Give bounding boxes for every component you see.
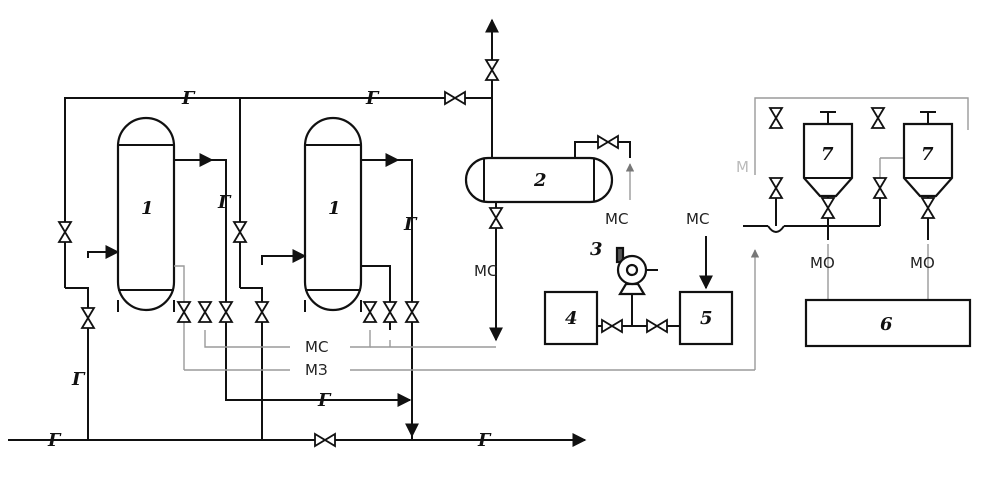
ms-label-collector: МС [305,338,328,356]
ms-label-separator: МС [474,262,497,280]
collector-valve-icon[interactable] [444,91,466,105]
gas-label-right-out: Г [403,214,418,235]
right-bypass-valve-icon[interactable] [233,221,247,243]
column-right-drain-valve-1-icon[interactable] [363,301,377,323]
mz-label: МЗ [305,361,328,379]
pump-discharge-valve-icon[interactable] [646,319,668,333]
column-left-outlet-valve-icon[interactable] [219,301,233,323]
left-bypass-valve-icon[interactable] [58,221,72,243]
column-right-drain-valve-2-icon[interactable] [383,301,397,323]
gas-label-top-2: Г [365,88,380,109]
mz-line [184,249,760,371]
ms-label-tank5: МС [686,210,709,228]
hopper-right-side-valve-icon[interactable] [873,177,887,199]
hopper-left-top-valve-icon[interactable] [769,107,783,129]
gas-label-top-1: Г [181,88,196,109]
unit-6-number: 6 [880,314,893,335]
column-left-drain-valve-2-icon[interactable] [198,301,212,323]
gas-label-left-out: Г [217,192,232,213]
ms-collector-line [204,330,496,348]
column-right-inlet-valve-icon[interactable] [255,301,269,323]
tank-4-number: 4 [565,308,578,329]
column-left-drain-valve-1-icon[interactable] [177,301,191,323]
separator-top-valve-icon[interactable] [597,135,619,149]
tank-4 [543,290,599,346]
main-gas-valve-icon[interactable] [314,433,336,447]
column-left-inlet-valve-icon[interactable] [81,307,95,329]
mo-label-left: МО [810,254,835,272]
unit-6 [804,298,972,348]
gas-label-main-right: Г [477,430,492,451]
separator-drain-valve-icon[interactable] [489,207,503,229]
ms-label-separator-right: МС [605,210,628,228]
tank-5-number: 5 [700,308,713,329]
column-right [303,116,363,312]
hopper-right [902,111,954,198]
m-partial-label: М [736,158,749,176]
column-left-number: 1 [141,198,154,219]
hopper-right-outlet-valve-icon[interactable] [921,197,935,219]
hopper-right-top-valve-icon[interactable] [871,107,885,129]
gas-label-left-inlet: Г [71,369,86,390]
hopper-left-number: 7 [821,144,834,165]
column-left [116,116,176,312]
pump-suction-valve-icon[interactable] [601,319,623,333]
column-right-outlet-valve-icon[interactable] [405,301,419,323]
separator-number: 2 [533,170,547,191]
gas-label-main-left: Г [47,430,62,451]
mo-label-right: МО [910,254,935,272]
vent-valve-icon[interactable] [485,59,499,81]
pump-number: 3 [590,239,603,260]
hopper-left [802,111,854,198]
separator [464,156,614,204]
column-right-number: 1 [328,198,341,219]
pump-icon[interactable] [615,246,658,296]
tank-5 [678,290,734,346]
hopper-left-outlet-valve-icon[interactable] [821,197,835,219]
gas-label-middle: Г [317,390,332,411]
hopper-right-number: 7 [921,144,934,165]
hopper-left-side-valve-icon[interactable] [769,177,783,199]
